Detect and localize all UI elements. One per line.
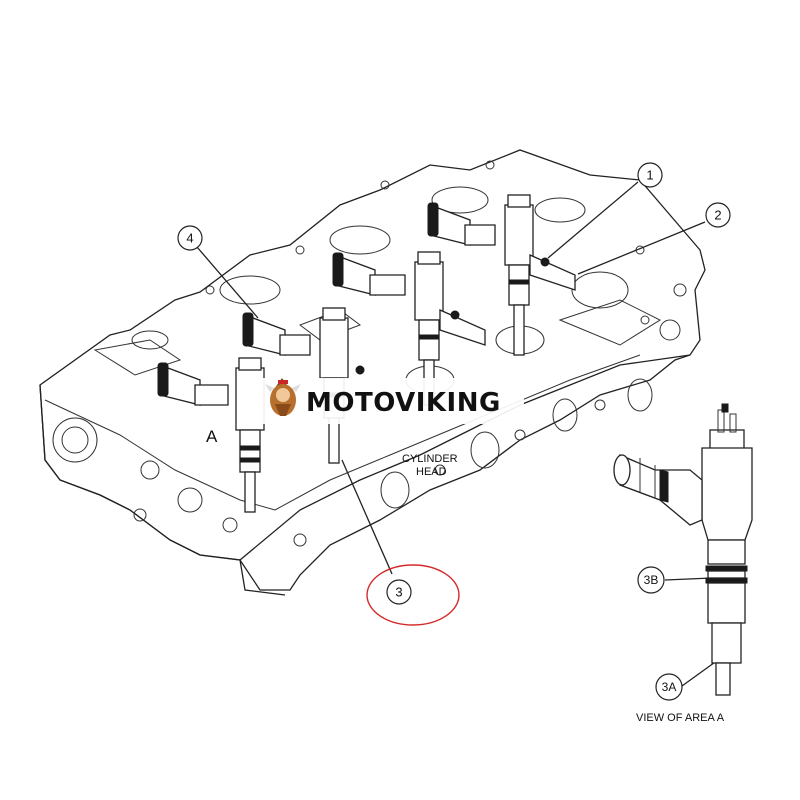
callout-1: 1 — [637, 162, 663, 188]
callout-3-label: 3 — [395, 585, 402, 600]
callout-4-label: 4 — [186, 231, 193, 246]
callout-3a: 3A — [655, 673, 683, 701]
watermark-banner: MOTOVIKING — [262, 378, 524, 424]
viking-mascot-icon — [265, 378, 301, 416]
cylinder-head-label-line2: HEAD — [416, 466, 447, 478]
area-marker-label: A — [206, 427, 218, 446]
callout-2-label: 2 — [714, 208, 721, 223]
detail-view-caption: VIEW OF AREA A — [636, 712, 725, 724]
callout-2: 2 — [705, 202, 731, 228]
detail-view-injector — [613, 403, 753, 696]
callout-3a-label: 3A — [662, 680, 677, 694]
callout-4: 4 — [177, 225, 203, 251]
callout-3b-label: 3B — [644, 573, 659, 587]
cylinder-head-label-line1: CYLINDER — [402, 453, 458, 465]
injector-front — [157, 357, 265, 513]
leader-lines — [196, 181, 719, 687]
callout-3: 3 — [386, 579, 412, 605]
highlight-ring — [366, 564, 460, 626]
injector-rear — [427, 194, 576, 356]
callout-3b: 3B — [637, 566, 665, 594]
callout-1-label: 1 — [646, 168, 653, 183]
watermark-brand-text: MOTOVIKING — [306, 388, 501, 418]
